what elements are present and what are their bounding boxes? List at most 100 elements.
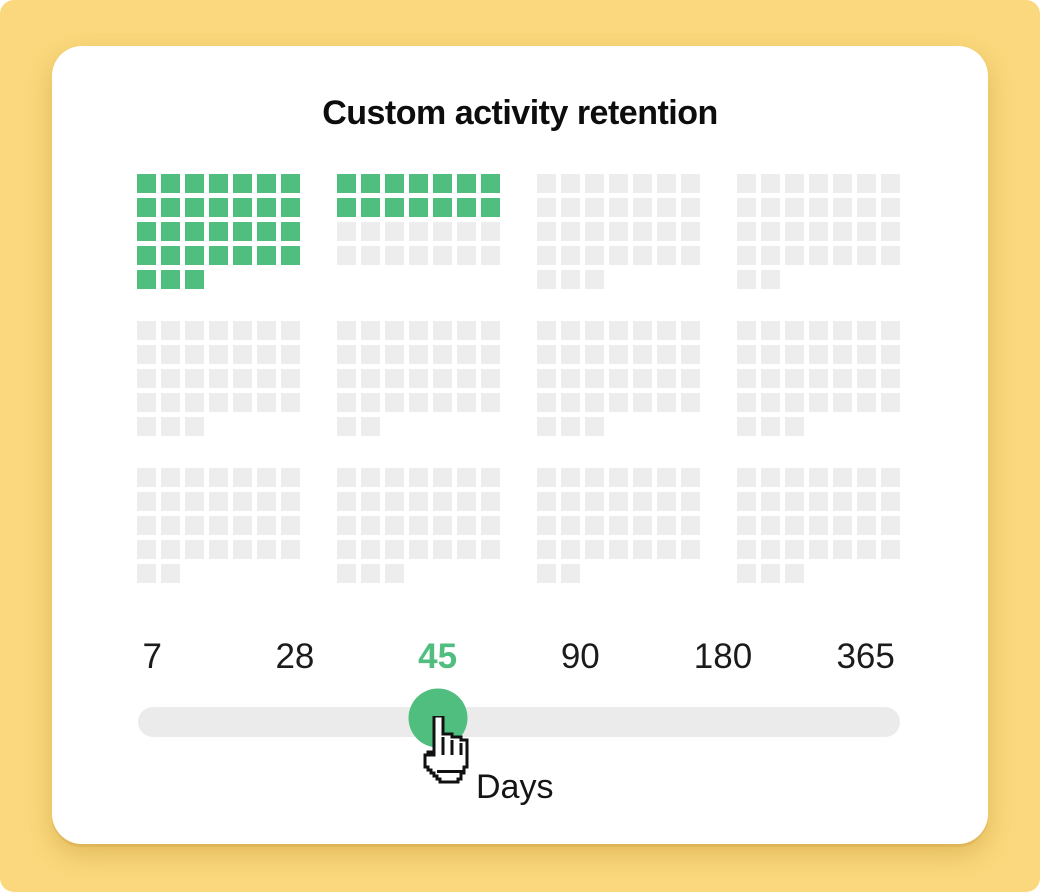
day-cell-empty xyxy=(737,198,756,217)
day-cell-empty xyxy=(257,345,276,364)
day-cell-empty xyxy=(233,393,252,412)
day-cell-filled xyxy=(161,174,180,193)
day-cell-empty xyxy=(761,246,780,265)
day-cell-filled xyxy=(433,174,452,193)
day-cell-empty xyxy=(561,321,580,340)
day-cell-filled xyxy=(281,222,300,241)
day-cell-empty xyxy=(737,492,756,511)
day-cell-empty xyxy=(481,222,500,241)
day-cell-empty xyxy=(785,321,804,340)
day-cell-empty xyxy=(633,540,652,559)
day-cell-empty xyxy=(857,198,876,217)
day-cell-empty xyxy=(481,540,500,559)
day-cell-filled xyxy=(433,198,452,217)
day-cell-empty xyxy=(681,174,700,193)
day-cell-empty xyxy=(409,492,428,511)
day-cell-empty xyxy=(585,468,604,487)
day-cell-empty xyxy=(633,198,652,217)
day-cell-filled xyxy=(409,198,428,217)
day-cell-empty xyxy=(185,468,204,487)
day-cell-empty xyxy=(737,174,756,193)
day-cell-empty xyxy=(537,174,556,193)
day-cell-empty xyxy=(633,492,652,511)
day-cell-empty xyxy=(737,246,756,265)
day-cell-empty xyxy=(361,345,380,364)
day-cell-empty xyxy=(161,468,180,487)
day-cell-empty xyxy=(561,270,580,289)
day-cell-empty xyxy=(457,540,476,559)
day-cell-empty xyxy=(737,222,756,241)
day-cell-empty xyxy=(833,246,852,265)
slider-stop-7[interactable]: 7 xyxy=(142,637,162,676)
day-cell-empty xyxy=(433,516,452,535)
day-cell-empty xyxy=(537,417,556,436)
day-cell-empty xyxy=(881,516,900,535)
day-cell-empty xyxy=(137,345,156,364)
day-cell-empty xyxy=(657,198,676,217)
day-cell-empty xyxy=(761,345,780,364)
month-block xyxy=(737,321,900,436)
day-cell-empty xyxy=(609,369,628,388)
day-cell-empty xyxy=(137,540,156,559)
day-cell-empty xyxy=(433,345,452,364)
day-cell-empty xyxy=(585,417,604,436)
day-cell-empty xyxy=(537,540,556,559)
day-cell-empty xyxy=(433,369,452,388)
day-cell-empty xyxy=(681,345,700,364)
day-cell-empty xyxy=(833,321,852,340)
slider-stop-90[interactable]: 90 xyxy=(560,637,600,676)
day-cell-empty xyxy=(385,222,404,241)
day-cell-empty xyxy=(737,540,756,559)
day-cell-empty xyxy=(609,345,628,364)
day-cell-empty xyxy=(657,492,676,511)
day-cell-empty xyxy=(185,540,204,559)
day-cell-filled xyxy=(185,174,204,193)
day-cell-empty xyxy=(337,492,356,511)
day-cell-empty xyxy=(457,345,476,364)
day-cell-empty xyxy=(809,369,828,388)
day-cell-empty xyxy=(881,345,900,364)
day-cell-filled xyxy=(185,198,204,217)
day-cell-empty xyxy=(833,222,852,241)
day-cell-empty xyxy=(561,246,580,265)
slider-stop-28[interactable]: 28 xyxy=(275,637,315,676)
day-cell-empty xyxy=(361,369,380,388)
day-cell-empty xyxy=(681,321,700,340)
day-cell-empty xyxy=(657,369,676,388)
day-cell-filled xyxy=(233,222,252,241)
day-cell-empty xyxy=(337,468,356,487)
day-cell-filled xyxy=(257,222,276,241)
day-cell-empty xyxy=(609,246,628,265)
slider-stop-180[interactable]: 180 xyxy=(693,637,753,676)
day-cell-empty xyxy=(537,492,556,511)
day-cell-empty xyxy=(409,321,428,340)
day-cell-filled xyxy=(457,174,476,193)
slider-track[interactable] xyxy=(138,688,900,748)
day-cell-empty xyxy=(337,222,356,241)
day-cell-empty xyxy=(257,369,276,388)
day-cell-empty xyxy=(137,417,156,436)
day-cell-empty xyxy=(809,198,828,217)
day-cell-empty xyxy=(281,516,300,535)
day-cell-empty xyxy=(433,246,452,265)
day-cell-empty xyxy=(761,222,780,241)
day-cell-filled xyxy=(481,198,500,217)
day-cell-filled xyxy=(161,222,180,241)
day-cell-empty xyxy=(185,393,204,412)
day-cell-empty xyxy=(385,468,404,487)
day-cell-empty xyxy=(681,393,700,412)
day-cell-empty xyxy=(433,321,452,340)
day-cell-empty xyxy=(857,468,876,487)
day-cell-empty xyxy=(185,492,204,511)
day-cell-empty xyxy=(161,321,180,340)
day-cell-empty xyxy=(809,540,828,559)
slider-stop-45[interactable]: 45 xyxy=(418,637,458,676)
day-cell-empty xyxy=(337,516,356,535)
day-cell-empty xyxy=(537,564,556,583)
day-cell-empty xyxy=(857,246,876,265)
day-cell-filled xyxy=(233,174,252,193)
day-cell-empty xyxy=(209,345,228,364)
day-cell-empty xyxy=(185,321,204,340)
day-cell-empty xyxy=(761,516,780,535)
slider-stop-365[interactable]: 365 xyxy=(836,637,895,676)
